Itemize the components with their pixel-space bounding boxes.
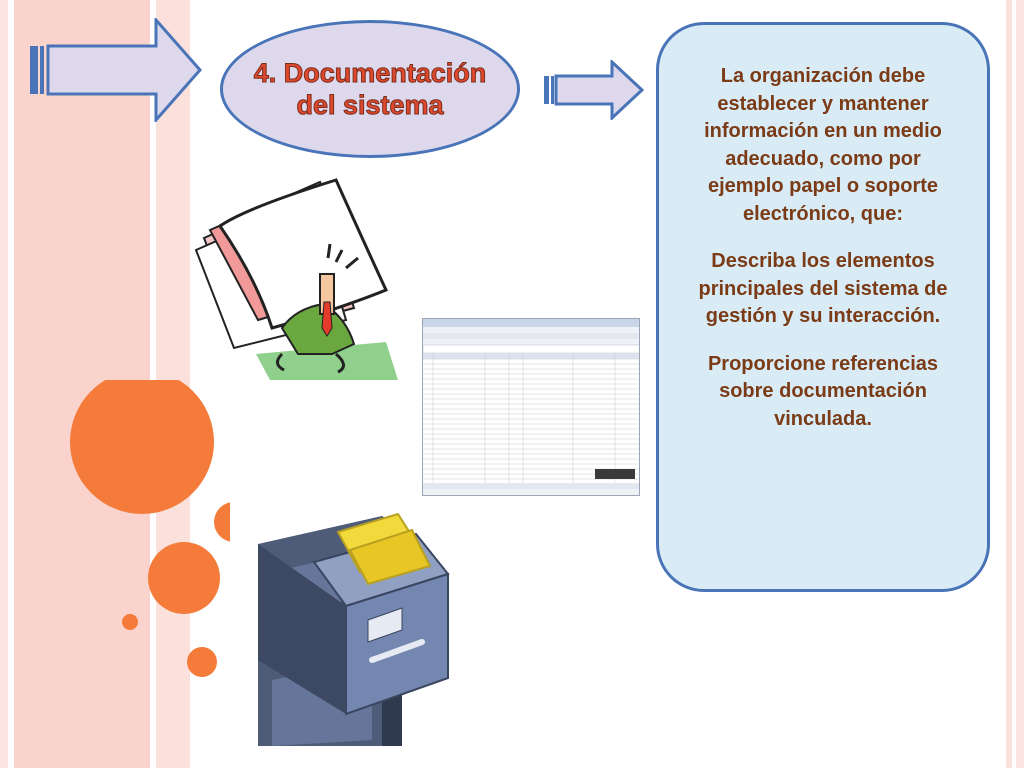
panel-paragraph-references: Proporcione referencias sobre documentac… [707, 352, 939, 430]
requirements-panel: La organización debe establecer y manten… [656, 22, 990, 592]
spreadsheet-thumbnail [422, 318, 640, 496]
arrow-right-small-icon [544, 60, 645, 120]
title-bubble: 4. Documentación del sistema [220, 20, 520, 158]
panel-paragraph-intro: La organización debe establecer y manten… [704, 65, 942, 225]
arrow-right-icon [30, 18, 202, 122]
decorative-circles [70, 380, 230, 677]
filing-cabinet-clipart [258, 512, 450, 746]
slide-title: 4. Documentación del sistema [253, 58, 487, 121]
spreadsheet-image [423, 319, 639, 495]
panel-paragraph-elements: Describa los elementos principales del s… [698, 250, 948, 327]
papers-clipart [194, 178, 398, 380]
right-stripe-decoration [1000, 0, 1024, 768]
